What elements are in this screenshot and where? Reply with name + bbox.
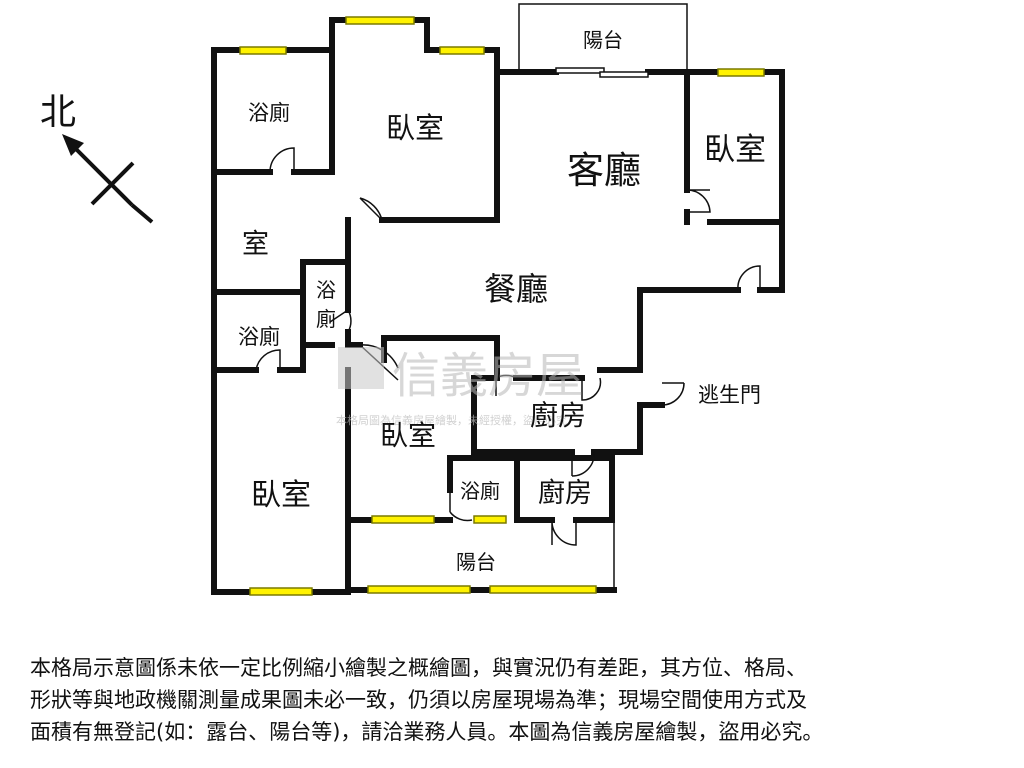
watermark-notice: 本格局圖為信義房屋繪製，未經授權，盜用必究 <box>336 413 567 427</box>
label-living-room: 客廳 <box>567 149 641 192</box>
compass-cross-line <box>90 161 135 206</box>
door-bath-bottom <box>449 490 473 522</box>
watermark-logo-icon <box>338 347 384 389</box>
label-kitchen-main: 廚房 <box>530 399 586 432</box>
label-bedroom-right: 臥室 <box>704 132 766 168</box>
label-bath-small-line2: 廁 <box>316 307 336 331</box>
wall-right-lower <box>597 287 643 373</box>
label-bedroom-left-bottom: 臥室 <box>251 478 311 513</box>
door-kitchen-main <box>495 374 517 396</box>
door-bedroom-right <box>686 189 711 213</box>
watermark: 信義房屋 本格局圖為信義房屋繪製，未經授權，盜用必究 <box>336 347 584 427</box>
door-bedroom-top <box>359 197 383 221</box>
windows <box>239 16 765 596</box>
window <box>717 68 765 77</box>
label-balcony-bottom: 陽台 <box>456 550 496 574</box>
room-labels: 浴廁 臥室 陽台 客廳 臥室 室 浴 廁 浴廁 餐廳 逃生門 廚房 臥室 臥室 … <box>238 28 766 574</box>
north-compass: 北 <box>40 92 154 224</box>
north-label: 北 <box>40 92 76 133</box>
label-bath-bottom: 浴廁 <box>460 479 500 503</box>
compass-cross-tail <box>130 203 154 224</box>
wall-bath-bottom-left <box>447 455 520 523</box>
window <box>239 46 287 55</box>
label-bath-small-line1: 浴 <box>316 278 336 302</box>
window <box>473 515 507 524</box>
door-fire-exit <box>661 382 685 406</box>
top-balcony-outline <box>518 3 688 72</box>
door-kitchen-corridor <box>581 377 602 401</box>
disclaimer-line: 形狀等與地政機關測量成果圖未必一致，仍須以房屋現場為準；現場空間使用方式及 <box>30 688 807 712</box>
door-balcony-bottom <box>551 519 577 546</box>
north-arrow-shaft <box>72 145 134 207</box>
sliding-door-top <box>555 67 649 78</box>
door-small-bath <box>329 309 352 333</box>
window <box>367 585 471 594</box>
label-room-left: 室 <box>242 229 269 260</box>
door-kitchen-small <box>571 451 595 477</box>
window <box>345 16 415 25</box>
north-arrow-head <box>62 134 84 156</box>
floor-plan: 北 <box>40 3 785 596</box>
wall-small-bath <box>300 259 351 348</box>
window <box>439 46 485 55</box>
sliding-panel-right <box>599 71 649 78</box>
label-fire-exit: 逃生門 <box>698 383 761 407</box>
wall-kitchen-small-right <box>514 455 615 523</box>
doors <box>255 147 761 546</box>
wall-outer-right <box>757 69 785 293</box>
watermark-brand: 信義房屋 <box>392 348 584 404</box>
wall-kitchen-left <box>471 375 575 455</box>
sliding-panel-left <box>555 67 605 74</box>
disclaimer-text: 本格局示意圖係未依一定比例縮小繪製之概繪圖，與實況仍有差距，其方位、格局、 形狀… <box>30 652 1010 748</box>
label-kitchen-small: 廚房 <box>538 478 592 509</box>
label-balcony-top: 陽台 <box>583 28 623 52</box>
disclaimer-line: 面積有無登記(如：露台、陽台等)，請洽業務人員。本圖為信義房屋繪製，盜用必究。 <box>30 720 824 744</box>
label-bedroom-center: 臥室 <box>380 419 436 452</box>
door-bath-top-left <box>269 147 295 173</box>
door-bath-left <box>255 349 281 371</box>
window <box>371 515 435 524</box>
window <box>249 587 313 596</box>
window <box>489 585 597 594</box>
label-bedroom-top: 臥室 <box>386 111 444 145</box>
label-bath-top-left: 浴廁 <box>248 101 290 125</box>
label-dining-room: 餐廳 <box>484 270 548 308</box>
balcony-outlines <box>518 3 688 590</box>
door-right-step <box>737 265 761 291</box>
wall-kitchen-right <box>591 402 665 455</box>
disclaimer-line: 本格局示意圖係未依一定比例縮小繪製之概繪圖，與實況仍有差距，其方位、格局、 <box>30 656 807 680</box>
label-bath-left-mid: 浴廁 <box>238 325 280 349</box>
